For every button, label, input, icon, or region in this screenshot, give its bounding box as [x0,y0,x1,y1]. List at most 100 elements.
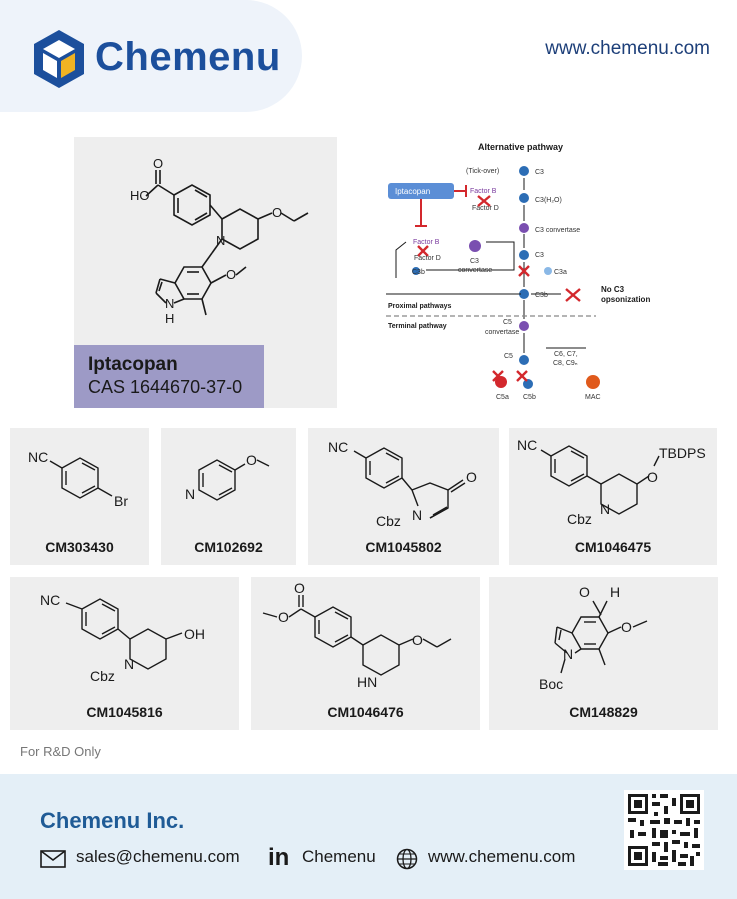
indole-n-label: N [165,296,174,311]
cbz-label: Cbz [90,668,115,684]
ring-n-label: N [412,507,422,523]
ring-n-label: N [124,656,134,672]
c3b-loop-label: C3b [412,269,425,276]
product-card-cm1045816[interactable]: NC OH N Cbz CM1045816 [10,577,239,730]
product-card-cm102692[interactable]: N O CM102692 [161,428,296,565]
hydroxy-label: OH [184,626,205,642]
drug-label: Iptacopan [395,187,430,196]
no-c3-label: No C3 [601,285,625,294]
acid-label: HO [130,188,150,203]
factor-d-label: Factor D [472,205,499,212]
mac-label: MAC [585,394,601,401]
factor-d-2-label: Factor D [414,255,441,262]
c5a-label: C5a [496,394,509,401]
cbz-label: Cbz [376,513,401,529]
piperidine-n-label: N [216,233,225,248]
c5-convertase-label-1: C5 [503,319,512,326]
contact-website[interactable]: www.chemenu.com [428,847,576,866]
factor-b-label: Factor B [470,188,497,195]
boc-label: Boc [539,676,563,692]
c6-label-1: C6, C7, [554,351,578,358]
methoxy-o-label: O [621,619,632,635]
c5-label: C5 [504,353,513,360]
footer: Chemenu Inc. sales@chemenu.com in Chemen… [0,774,737,899]
c3h2o-label: C3(H₂O) [535,197,562,204]
compound-cas: CAS 1644670-37-0 [88,377,243,397]
product-code: CM1045816 [86,704,163,720]
alternative-pathway-diagram: Alternative pathway (Tick-over) Iptacopa… [386,142,650,401]
iptacopan-box [388,183,454,199]
bromo-label: Br [114,493,128,509]
loop-convertase-label: convertase [458,267,492,274]
cm1046476-structure: O O O HN [262,580,452,690]
product-code: CM102692 [194,539,263,555]
contact-email[interactable]: sales@chemenu.com [76,847,240,866]
carbonyl-oxygen-label: O [153,156,163,171]
cm1045816-structure: NC OH N Cbz [40,592,205,684]
ester-o-label: O [278,609,289,625]
c3b-label: C3b [535,292,548,299]
nitrile-label: NC [40,592,60,608]
ring-n-label: N [600,501,610,517]
c3-convertase-label: C3 convertase [535,227,580,234]
product-card-cm1046475[interactable]: NC TBDPS O N Cbz CM1046475 [509,428,717,565]
indole-n-label: N [563,646,573,662]
product-code: CM1046475 [574,539,652,555]
disclaimer: For R&D Only [20,744,101,759]
cm148829-structure: O H O N Boc [539,584,648,692]
brand-name: Chemenu [95,35,281,79]
product-card-cm148829[interactable]: O H O N Boc CM148829 [489,577,718,730]
header-website-link[interactable]: www.chemenu.com [545,38,710,59]
linkedin-icon: in [268,844,290,871]
product-card-cm1046476[interactable]: O O O HN CM1046476 [251,577,480,730]
iptacopan-structure: HO O O N O N H [130,156,309,326]
cube-icon [34,30,84,88]
cm1045802-structure: NC O N Cbz [328,439,477,529]
proximal-label: Proximal pathways [388,303,452,310]
compound-name: Iptacopan [88,354,178,375]
c3-label: C3 [535,169,544,176]
c5b-label: C5b [523,394,536,401]
ether-o-label: O [647,469,658,485]
loop-c3-label: C3 [470,258,479,265]
cm102692-structure: N O [185,452,270,502]
product-code: CM1046476 [327,704,404,720]
factor-b-2-label: Factor B [413,239,440,246]
ether-oxygen-label: O [272,205,282,220]
product-code: CM303430 [45,539,114,555]
aldehyde-h-label: H [610,584,620,600]
cbz-label: Cbz [567,511,592,527]
product-card-cm1045802[interactable]: NC O N Cbz CM1045802 [308,428,499,565]
mail-icon [40,850,66,868]
indole-h-label: H [165,311,174,326]
nitrile-label: NC [328,439,348,455]
c5-convertase-label-2: convertase [485,329,519,336]
tickover-label: (Tick-over) [466,168,499,175]
tbdps-label: TBDPS [659,445,706,461]
c6-label-2: C8, C9ₙ [553,360,578,367]
pathway-title: Alternative pathway [478,142,563,152]
ring-hn-label: HN [357,674,377,690]
globe-icon [396,848,418,870]
company-name: Chemenu Inc. [40,808,185,833]
cm1046475-structure: NC TBDPS O N Cbz [517,437,706,527]
methoxy-o-label: O [246,452,257,468]
c3-2-label: C3 [535,252,544,259]
product-code: CM148829 [569,704,638,720]
c3a-label: C3a [554,269,567,276]
qr-code[interactable] [624,790,704,870]
opsonization-label: opsonization [601,295,650,304]
cm303430-structure: NC Br [28,449,128,509]
terminal-label: Terminal pathway [388,323,447,330]
ketone-o-label: O [466,469,477,485]
compound-label-box: Iptacopan CAS 1644670-37-0 [74,345,264,408]
aldehyde-o-label: O [579,584,590,600]
pyridine-n-label: N [185,486,195,502]
product-code: CM1045802 [365,539,442,555]
carbonyl-o-label: O [294,580,305,596]
ether-o-label: O [412,632,423,648]
nitrile-label: NC [28,449,48,465]
product-card-cm303430[interactable]: NC Br CM303430 [10,428,149,565]
methoxy-oxygen-label: O [226,267,236,282]
contact-linkedin[interactable]: Chemenu [302,847,376,866]
